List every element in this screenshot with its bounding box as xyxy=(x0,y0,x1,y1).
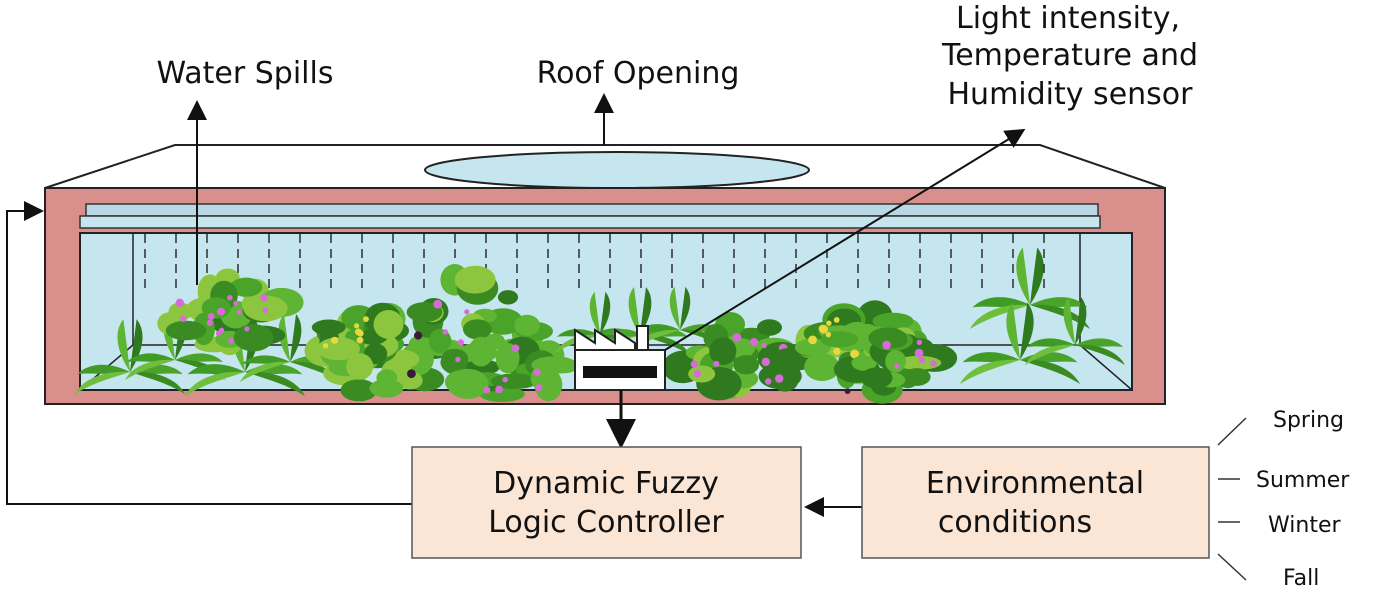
sensor-label-line2: Temperature and xyxy=(941,38,1198,73)
factory-sensor-icon xyxy=(574,325,666,391)
water-spills-label: Water Spills xyxy=(157,56,334,91)
roof-opening-ellipse xyxy=(424,151,810,189)
roof-panel-bottom xyxy=(79,215,1101,229)
season-spring: Spring xyxy=(1273,408,1344,433)
feedback-arrow xyxy=(6,201,412,505)
sensor-label-line1: Light intensity, xyxy=(956,1,1180,36)
roof-opening-label: Roof Opening xyxy=(537,56,740,91)
plant-icon xyxy=(406,264,553,390)
plant-icon xyxy=(157,268,304,356)
sensor-arrow xyxy=(664,128,1026,351)
fall-tick xyxy=(1217,553,1247,581)
controller-line1: Dynamic Fuzzy xyxy=(493,466,719,501)
controller-box xyxy=(411,446,802,559)
season-fall: Fall xyxy=(1283,566,1319,591)
plant-icon xyxy=(311,302,409,380)
inner-floor-right xyxy=(1079,344,1133,391)
plant-icon xyxy=(444,333,578,402)
environment-box xyxy=(861,446,1210,559)
season-summer: Summer xyxy=(1256,468,1350,493)
spring-tick xyxy=(1217,417,1247,446)
sensor-label-line3: Humidity sensor xyxy=(948,77,1194,112)
roof-panel-top xyxy=(85,203,1099,217)
season-winter: Winter xyxy=(1268,513,1341,538)
controller-line2: Logic Controller xyxy=(488,505,724,540)
plant-icon xyxy=(75,247,1125,404)
plant-icon xyxy=(851,327,958,396)
environment-line1: Environmental xyxy=(926,466,1144,501)
environment-line2: conditions xyxy=(938,505,1092,540)
